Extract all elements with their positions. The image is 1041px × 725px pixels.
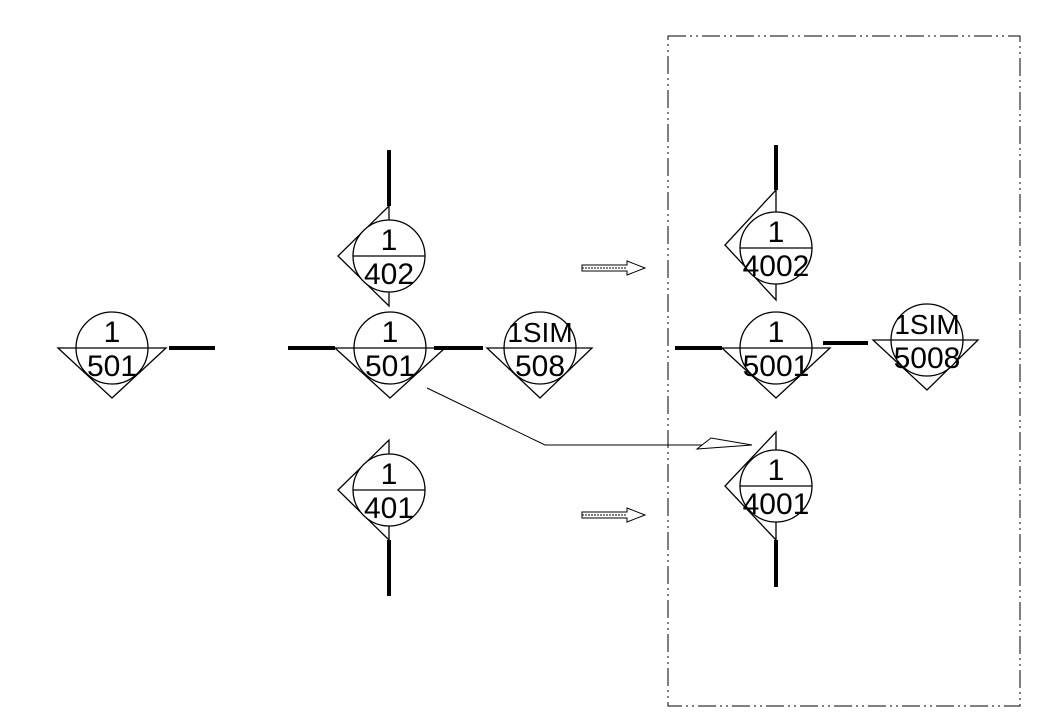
callout-top-label: 1: [104, 316, 121, 349]
callout-top-label: 1: [381, 458, 398, 491]
callout-section-4001: 1 4001: [724, 430, 813, 542]
callout-top-label: 1: [768, 216, 785, 249]
callout-bottom-label: 5008: [894, 342, 961, 375]
callout-elevation-5008-sim: 1SIM 5008: [871, 303, 980, 391]
callout-bottom-label: 501: [365, 350, 415, 383]
callout-section-4002: 1 4002: [724, 188, 813, 302]
callout-bottom-label: 501: [87, 350, 137, 383]
callout-bottom-label: 508: [515, 350, 565, 383]
renumbered-region-boundary: [667, 35, 1021, 707]
callout-top-label: 1: [768, 316, 785, 349]
callout-top-label: 1SIM: [507, 317, 572, 348]
callout-elevation-501-center: 1 501: [333, 311, 447, 399]
callout-section-402: 1 402: [337, 204, 426, 308]
transform-arrow-up: [581, 260, 647, 276]
transform-arrow-down: [581, 507, 647, 523]
leader-line: [426, 387, 753, 450]
callout-top-label: 1: [381, 224, 398, 257]
callout-bottom-label: 5001: [743, 350, 810, 383]
callout-section-401: 1 401: [337, 438, 426, 542]
callout-top-label: 1: [768, 454, 785, 487]
callout-bottom-label: 4002: [743, 250, 810, 283]
callout-elevation-501-left: 1 501: [56, 311, 168, 399]
callout-top-label: 1SIM: [894, 309, 959, 340]
callout-elevation-508-sim: 1SIM 508: [485, 311, 594, 399]
callout-bottom-label: 401: [364, 492, 414, 525]
callout-bottom-label: 4001: [743, 488, 810, 521]
callout-bottom-label: 402: [364, 258, 414, 291]
callout-elevation-5001: 1 5001: [720, 311, 832, 399]
callout-top-label: 1: [382, 316, 399, 349]
